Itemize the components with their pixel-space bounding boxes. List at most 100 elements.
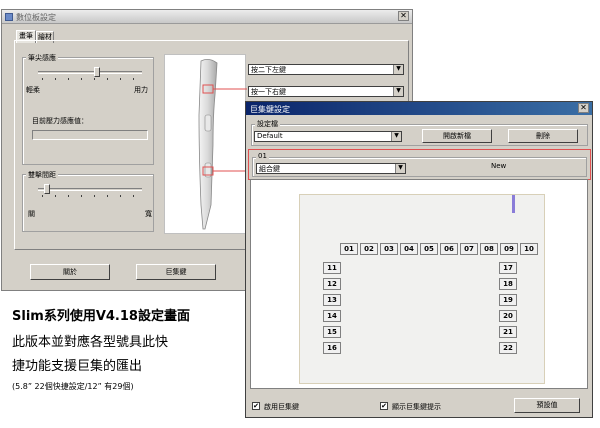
tick bbox=[133, 78, 134, 80]
chevron-down-icon[interactable]: ▼ bbox=[393, 87, 403, 96]
open-new-button[interactable]: 開啟新檔 bbox=[422, 129, 492, 143]
tick bbox=[81, 195, 82, 197]
macro-key-21[interactable]: 21 bbox=[499, 326, 517, 338]
pen-tip-label: 筆尖感應 bbox=[26, 53, 58, 63]
key-label: 22 bbox=[503, 344, 513, 352]
macro-key-18[interactable]: 18 bbox=[499, 278, 517, 290]
upper-button-combo[interactable]: 按二下左鍵 ▼ bbox=[248, 64, 404, 75]
macro-key-07[interactable]: 07 bbox=[460, 243, 478, 255]
double-click-slider-track[interactable] bbox=[38, 188, 142, 191]
delete-button[interactable]: 刪除 bbox=[508, 129, 578, 143]
enable-macro-checkbox[interactable]: ✔ bbox=[252, 402, 260, 410]
macro-key-20[interactable]: 20 bbox=[499, 310, 517, 322]
pen-illustration bbox=[164, 54, 247, 234]
pressure-meter bbox=[32, 130, 148, 140]
macro-key-15[interactable]: 15 bbox=[323, 326, 341, 338]
macro-key-05[interactable]: 05 bbox=[420, 243, 438, 255]
key-label: 13 bbox=[327, 296, 337, 304]
title-bar: 巨集鍵設定 ✕ bbox=[246, 102, 592, 115]
macro-key-14[interactable]: 14 bbox=[323, 310, 341, 322]
show-hint-checkbox[interactable]: ✔ bbox=[380, 402, 388, 410]
pressure-slider-thumb[interactable] bbox=[94, 67, 100, 77]
close-icon[interactable]: ✕ bbox=[398, 11, 409, 21]
macro-key-03[interactable]: 03 bbox=[380, 243, 398, 255]
macro-key-19[interactable]: 19 bbox=[499, 294, 517, 306]
key-label: 15 bbox=[327, 328, 337, 336]
max-label: 寬 bbox=[145, 210, 152, 218]
macro-key-13[interactable]: 13 bbox=[323, 294, 341, 306]
tick bbox=[81, 78, 82, 80]
default-button[interactable]: 預設值 bbox=[514, 398, 580, 413]
profile-select[interactable]: Default ▼ bbox=[254, 131, 402, 142]
combo-value: 組合鍵 bbox=[259, 165, 280, 173]
macro-button[interactable]: 巨集鍵 bbox=[136, 264, 216, 280]
profile-group bbox=[251, 124, 588, 146]
chevron-down-icon[interactable]: ▼ bbox=[393, 65, 403, 74]
macro-key-22[interactable]: 22 bbox=[499, 342, 517, 354]
window-title: 數位板設定 bbox=[16, 13, 56, 22]
pen-marker bbox=[512, 195, 515, 213]
lower-button-combo[interactable]: 按一下右鍵 ▼ bbox=[248, 86, 404, 97]
chevron-down-icon[interactable]: ▼ bbox=[395, 164, 405, 173]
profile-group-label: 設定檔 bbox=[255, 119, 280, 129]
double-click-group bbox=[22, 174, 154, 232]
button-label: 刪除 bbox=[536, 132, 550, 140]
chevron-down-icon[interactable]: ▼ bbox=[391, 132, 401, 141]
key-group bbox=[252, 157, 587, 177]
key-label: 19 bbox=[503, 296, 513, 304]
enable-macro-label: 啟用巨集鍵 bbox=[264, 403, 299, 411]
tab-pen[interactable]: 畫筆 bbox=[16, 30, 36, 43]
macro-key-08[interactable]: 08 bbox=[480, 243, 498, 255]
tab-label: 畫筆 bbox=[19, 32, 33, 40]
tick bbox=[94, 195, 95, 197]
button-label: 預設值 bbox=[536, 401, 558, 409]
tick bbox=[120, 195, 121, 197]
caption-line-4: (5.8” 22個快捷設定/12” 有29個) bbox=[12, 382, 134, 391]
tick bbox=[120, 78, 121, 80]
new-label: New bbox=[491, 162, 507, 170]
key-label: 17 bbox=[503, 264, 513, 272]
macro-key-10[interactable]: 10 bbox=[520, 243, 538, 255]
key-label: 09 bbox=[504, 245, 514, 253]
key-label: 18 bbox=[503, 280, 513, 288]
macro-key-01[interactable]: 01 bbox=[340, 243, 358, 255]
tablet-canvas bbox=[250, 179, 588, 389]
tab-label: 繪材 bbox=[38, 33, 52, 41]
key-label: 14 bbox=[327, 312, 337, 320]
key-label: 11 bbox=[327, 264, 337, 272]
macro-key-11[interactable]: 11 bbox=[323, 262, 341, 274]
app-icon bbox=[5, 13, 13, 21]
tick bbox=[42, 78, 43, 80]
macro-key-12[interactable]: 12 bbox=[323, 278, 341, 290]
key-label: 16 bbox=[327, 344, 337, 352]
about-button[interactable]: 關於 bbox=[30, 264, 110, 280]
combo-value: 按一下右鍵 bbox=[251, 88, 286, 96]
combo-value: Default bbox=[257, 132, 283, 140]
tick bbox=[107, 78, 108, 80]
key-label: 04 bbox=[404, 245, 414, 253]
key-label: 03 bbox=[384, 245, 394, 253]
key-label: 07 bbox=[464, 245, 474, 253]
caption-line-3: 捷功能支援巨集的匯出 bbox=[12, 359, 143, 374]
min-label: 關 bbox=[28, 210, 35, 218]
key-label: 08 bbox=[484, 245, 494, 253]
macro-key-04[interactable]: 04 bbox=[400, 243, 418, 255]
pressure-value-label: 目前壓力感應值： bbox=[32, 117, 88, 125]
macro-key-06[interactable]: 06 bbox=[440, 243, 458, 255]
title-bar: 數位板設定 ✕ bbox=[2, 10, 412, 24]
macro-key-02[interactable]: 02 bbox=[360, 243, 378, 255]
macro-key-17[interactable]: 17 bbox=[499, 262, 517, 274]
close-icon[interactable]: ✕ bbox=[578, 103, 589, 113]
key-label: 05 bbox=[424, 245, 434, 253]
tick bbox=[55, 195, 56, 197]
macro-key-16[interactable]: 16 bbox=[323, 342, 341, 354]
key-type-select[interactable]: 組合鍵 ▼ bbox=[256, 163, 406, 174]
key-label: 02 bbox=[364, 245, 374, 253]
double-click-slider-thumb[interactable] bbox=[44, 184, 50, 194]
macro-key-09[interactable]: 09 bbox=[500, 243, 518, 255]
pressure-slider-track[interactable] bbox=[38, 71, 142, 74]
tick bbox=[68, 195, 69, 197]
tick bbox=[107, 195, 108, 197]
caption-line-1: Slim系列使用V4.18設定畫面 bbox=[12, 309, 190, 324]
min-label: 輕柔 bbox=[26, 86, 40, 94]
